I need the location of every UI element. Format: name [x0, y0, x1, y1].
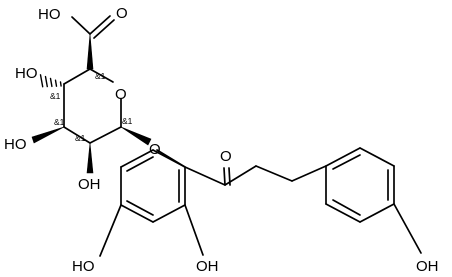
- bond-ar2-ar3: [152, 204, 186, 223]
- bond-ar1-ketone-c: [184, 166, 226, 186]
- bond-ar3-ar4-inner: [126, 200, 154, 216]
- atom-glycosidic-o: O: [149, 141, 161, 158]
- bond-c3-c2: [63, 126, 91, 144]
- bond-ch2-ph: [291, 165, 327, 182]
- bond-ar5-ar6-inner: [126, 156, 154, 172]
- bond-cooh-c-o-double-b: [93, 19, 115, 39]
- atom-aryl-oh-left: HO: [72, 258, 95, 275]
- bond-ph2-ph3: [359, 147, 395, 167]
- stereo-label-c1: &1: [122, 116, 133, 126]
- bond-ketone-co-a: [223, 167, 226, 186]
- bond-c6-c5-wedge: [86, 33, 94, 70]
- stereo-label-c2: &1: [75, 133, 86, 143]
- stereo-label-c5: &1: [95, 71, 106, 81]
- bond-ph4-oh: [393, 203, 422, 254]
- bond-ar3-ar4: [120, 204, 154, 223]
- bond-ar4-oh: [99, 204, 122, 257]
- bond-c2-oh-wedge: [86, 142, 94, 174]
- bond-c4-oh-hash: [39, 74, 62, 88]
- bond-cooh-c-o-double-a: [89, 15, 111, 35]
- atom-c3-oh: HO: [4, 136, 27, 153]
- atom-aryl-oh-bottom: OH: [196, 258, 219, 275]
- bond-c5-c4: [63, 68, 91, 85]
- stereo-label-c3: &1: [54, 117, 65, 127]
- atom-c2-oh: OH: [78, 176, 101, 193]
- bond-cooh-c-oh: [71, 16, 91, 35]
- bond-c1-oglyc-wedge: [120, 126, 152, 146]
- bond-ar6-ar1: [152, 149, 186, 168]
- bond-ph5-ph6: [325, 203, 361, 223]
- atom-carboxyl-oh: HO: [38, 6, 61, 23]
- atom-phenol-oh: OH: [416, 258, 439, 275]
- bond-ph1-ph2-inner: [332, 154, 361, 170]
- bond-ketone-ch2: [224, 165, 257, 186]
- bond-ch2-ch2: [255, 165, 293, 182]
- bond-ar2-oh: [184, 204, 204, 256]
- bond-c3-oh-wedge: [31, 126, 65, 144]
- bond-ph1-ph2: [325, 147, 361, 167]
- atom-ring-o: O: [115, 86, 127, 103]
- atom-c4-oh: HO: [15, 65, 38, 82]
- atom-ketone-o: O: [220, 148, 232, 165]
- bond-ar5-ar6: [120, 149, 154, 168]
- bond-c5-ringO: [89, 68, 114, 83]
- bond-ph4-ph5: [359, 203, 395, 223]
- bond-c2-c1: [89, 126, 122, 144]
- stereo-label-c4: &1: [50, 91, 61, 101]
- atom-carboxyl-o: O: [116, 5, 128, 22]
- bond-ph5-ph6-inner: [332, 199, 361, 216]
